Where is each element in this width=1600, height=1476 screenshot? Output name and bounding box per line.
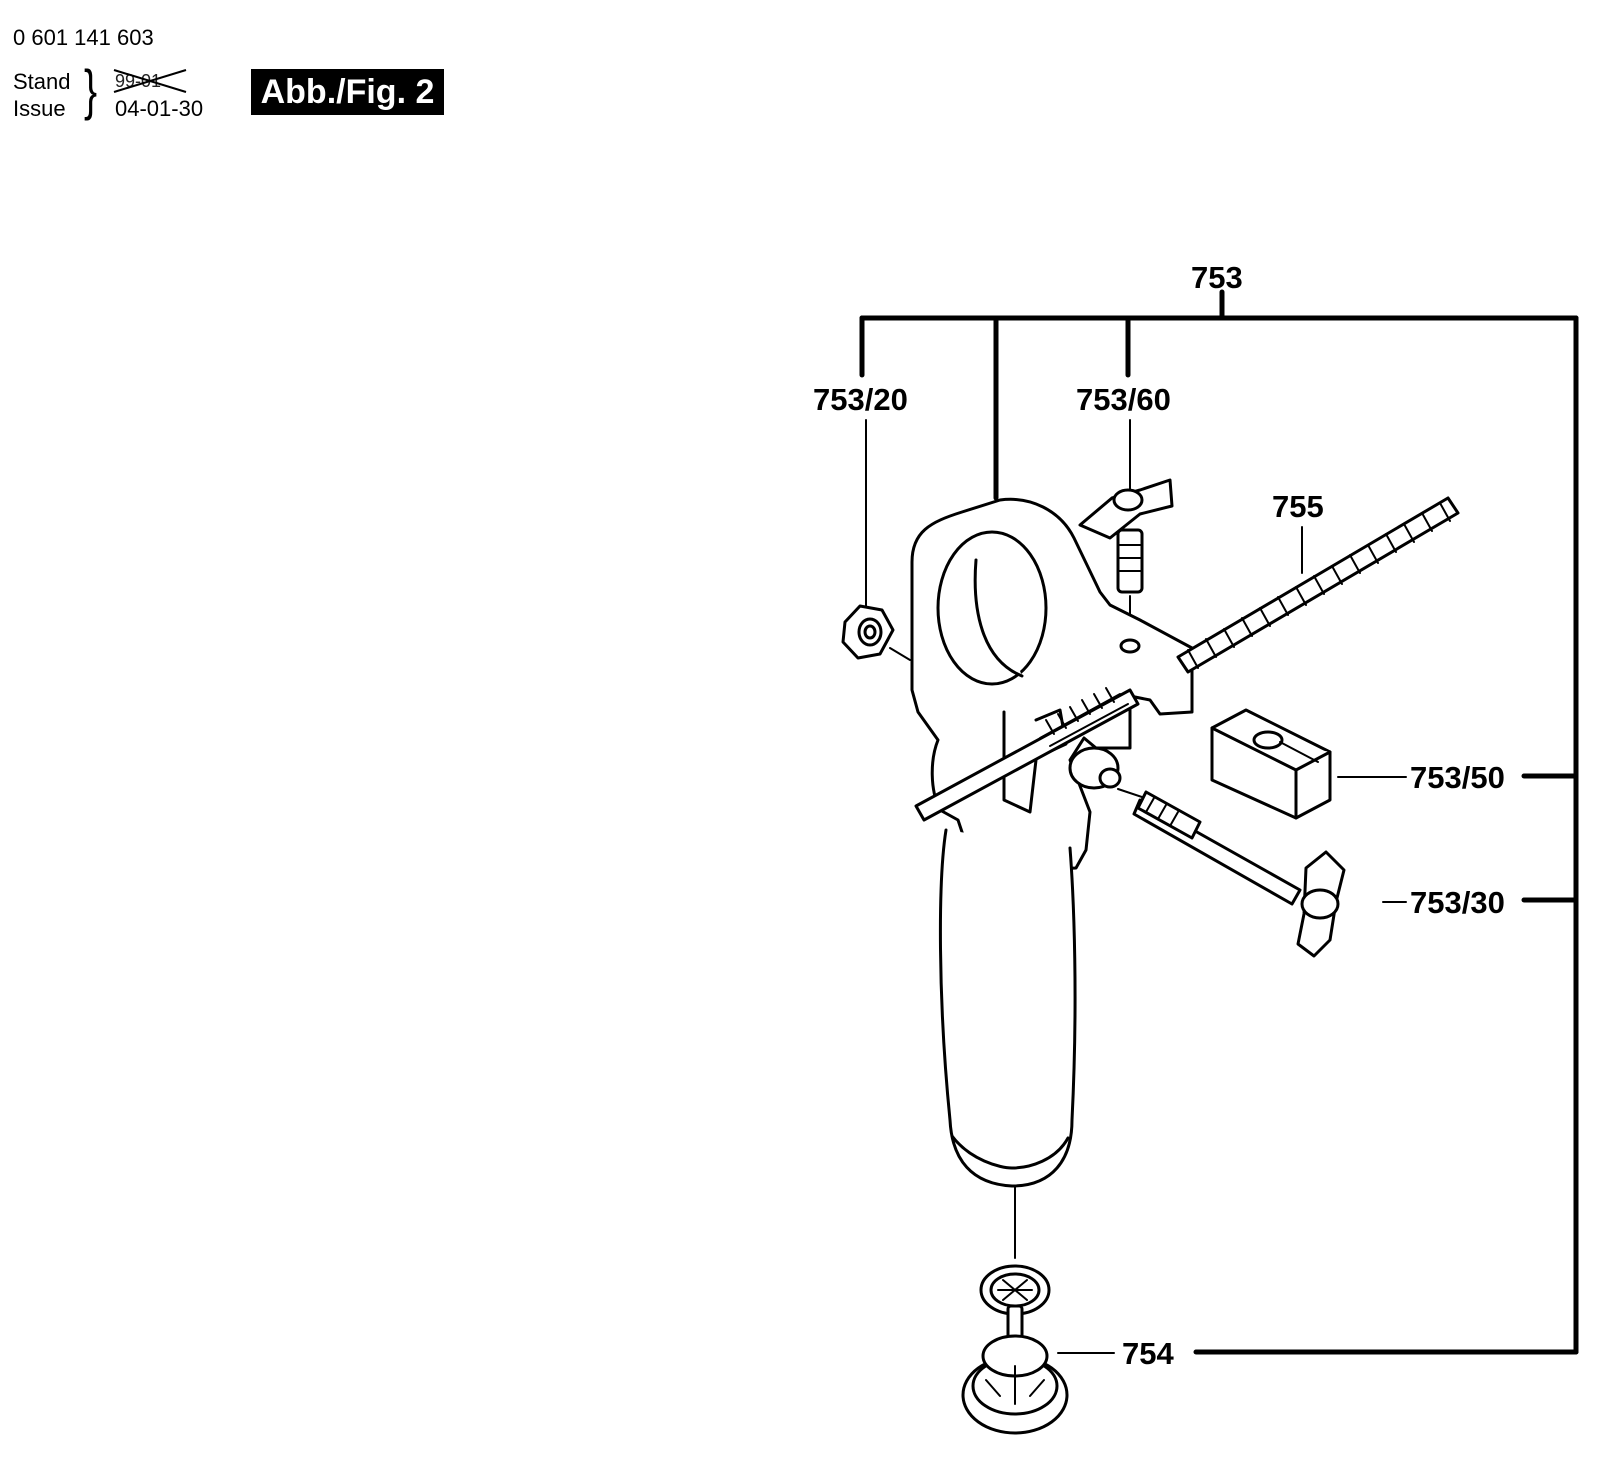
wing-screw-top [1078,478,1174,654]
strikethrough-cross [113,69,187,93]
figure-badge: Abb./Fig. 2 [251,69,444,115]
depth-rod [914,687,1140,822]
callout-753-20: 753/20 [813,382,908,417]
brace-bracket: } [84,58,98,121]
part-number: 0 601 141 603 [13,25,154,50]
issue-date: 04-01-30 [115,96,204,121]
callout-755: 755 [1272,489,1324,524]
callout-753-60: 753/60 [1076,382,1171,417]
auxiliary-handle-body [910,497,1194,1188]
threaded-rod [1176,496,1460,674]
callout-753-30: 753/30 [1410,885,1505,920]
superseded-date: 99-01 [115,71,162,91]
hex-nut [841,604,895,660]
callout-754: 754 [1122,1336,1174,1371]
issue-label: Issue [13,96,66,121]
side-knob [1068,746,1122,790]
clamp-block [1210,708,1332,820]
wing-bolt [1132,790,1346,958]
handle-end-cap [961,1264,1069,1435]
callout-753: 753 [1191,260,1243,295]
stand-label: Stand [13,69,71,94]
callout-753-50: 753/50 [1410,760,1505,795]
leader-bracket [859,289,1579,1355]
